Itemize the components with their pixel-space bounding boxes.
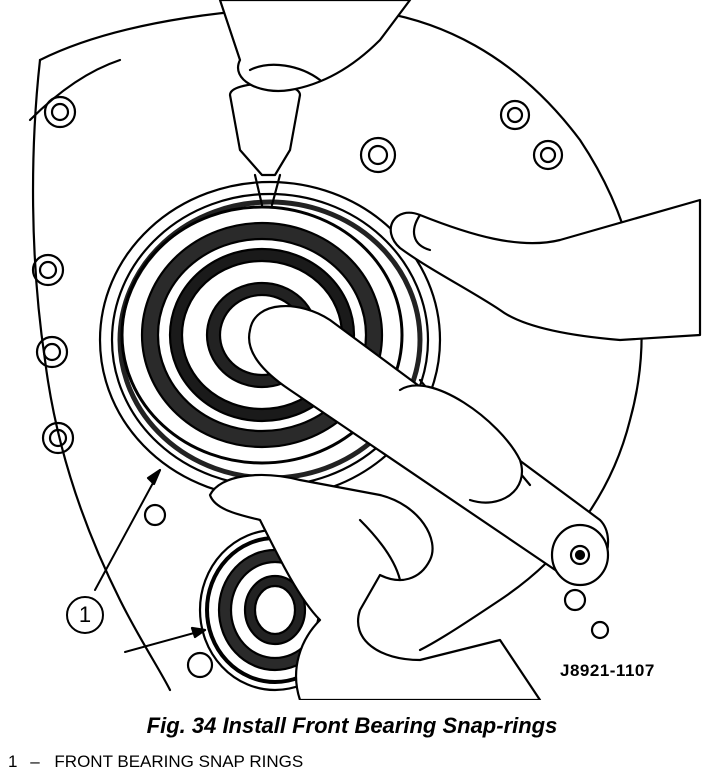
- bolt-hole: [38, 260, 58, 280]
- bolt-hole: [506, 106, 524, 124]
- legend-number: 1: [8, 752, 18, 771]
- bolt-hole: [539, 146, 557, 164]
- bolt-hole: [50, 102, 70, 122]
- callout-leader: [124, 629, 206, 653]
- bolt-hole: [563, 588, 587, 612]
- bolt-hole: [35, 335, 69, 369]
- bolt-hole: [590, 620, 610, 640]
- legend-text: FRONT BEARING SNAP RINGS: [54, 752, 304, 771]
- figure-caption: Fig. 34 Install Front Bearing Snap-rings: [146, 713, 558, 738]
- hand-lower: [208, 473, 542, 700]
- bolt-hole: [499, 99, 531, 131]
- hand-upper: [218, 0, 412, 93]
- bolt-hole: [31, 253, 65, 287]
- callout-number: 1: [66, 596, 104, 634]
- figure-code: J8921-1107: [560, 661, 655, 680]
- figure-legend: 1 – FRONT BEARING SNAP RINGS: [8, 752, 303, 772]
- bearing-installation-illustration: [28, 0, 702, 700]
- snap-ring-pliers: [228, 82, 302, 177]
- bolt-hole: [532, 139, 564, 171]
- bolt-hole: [43, 95, 77, 129]
- callout-leader: [94, 469, 161, 591]
- bolt-hole: [143, 503, 167, 527]
- hand-right: [389, 198, 702, 342]
- bolt-hole: [367, 144, 389, 166]
- bolt-hole: [359, 136, 397, 174]
- bolt-hole: [48, 428, 68, 448]
- bolt-hole: [42, 342, 62, 362]
- legend-dash: –: [30, 752, 40, 771]
- bolt-hole: [41, 421, 75, 455]
- front-bearing-snap-ring: [120, 205, 404, 465]
- bolt-hole: [186, 651, 214, 679]
